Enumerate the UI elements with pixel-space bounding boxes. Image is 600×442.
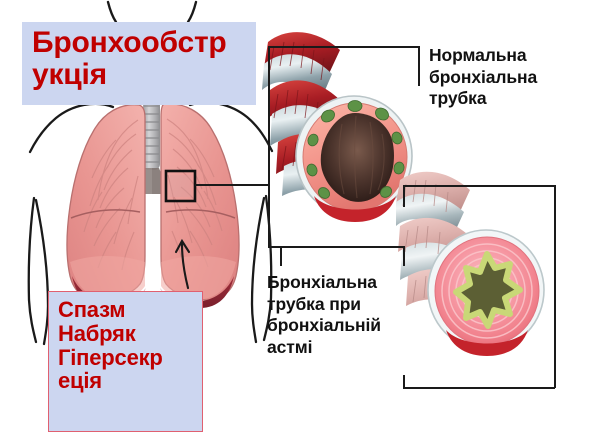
symptoms-callout-box: Спазм Набряк Гіперсекр еція <box>48 291 203 432</box>
symptom-line-4: еція <box>58 368 102 394</box>
label-asthma-tube: Бронхіальна трубка при бронхіальній астм… <box>267 272 442 359</box>
title-callout-box: Бронхообстр укція <box>22 22 256 105</box>
normal-frame-bottom-tick-left <box>280 246 282 266</box>
label-asthma-line-2: трубка при <box>267 293 361 314</box>
title-line-1: Бронхообстр <box>32 26 227 59</box>
lumen-folds <box>338 115 385 199</box>
tube-underside <box>314 196 396 222</box>
mucus-glands <box>306 100 405 199</box>
normal-frame-bottom-tick-right <box>403 246 405 266</box>
tube-lumen-open <box>320 113 394 202</box>
normal-frame-left <box>268 46 270 248</box>
neck-outline <box>106 0 198 24</box>
normal-frame-bottom <box>268 246 404 248</box>
label-asthma-line-4: астмі <box>267 337 313 358</box>
label-normal-tube: Нормальна бронхіальна трубка <box>429 45 599 110</box>
label-normal-line-2: бронхіальна <box>429 66 538 87</box>
asthma-frame-top <box>403 185 555 187</box>
label-normal-line-1: Нормальна <box>429 45 527 65</box>
zoom-marker-box[interactable] <box>164 169 197 203</box>
asthma-constricted-lumen <box>453 251 523 329</box>
title-line-2: укція <box>32 58 107 92</box>
asthma-tube-underside <box>446 330 528 356</box>
asthma-frame-left-tick <box>403 185 405 207</box>
leader-line-lung-to-normal-tube <box>195 184 269 186</box>
symptom-line-2: Набряк <box>58 320 136 346</box>
symptom-line-1: Спазм <box>58 297 126 322</box>
asthmatic-bronchial-tube-illustration <box>396 171 545 356</box>
lung-right <box>66 104 146 308</box>
label-asthma-line-1: Бронхіальна <box>267 272 377 292</box>
asthma-frame-bottom-left-tick <box>403 375 405 388</box>
asthma-frame-bottom <box>403 387 555 389</box>
symptom-pointer-arrows <box>174 238 191 290</box>
label-asthma-line-3: бронхіальній <box>267 315 381 336</box>
lung-left <box>160 103 240 308</box>
normal-frame-top <box>268 46 420 48</box>
label-normal-line-3: трубка <box>429 88 487 109</box>
normal-bronchial-tube-illustration <box>262 32 413 222</box>
symptom-line-3: Гіперсекр <box>58 344 163 370</box>
asthma-frame-right <box>554 185 556 388</box>
normal-frame-right-tick <box>418 46 420 86</box>
